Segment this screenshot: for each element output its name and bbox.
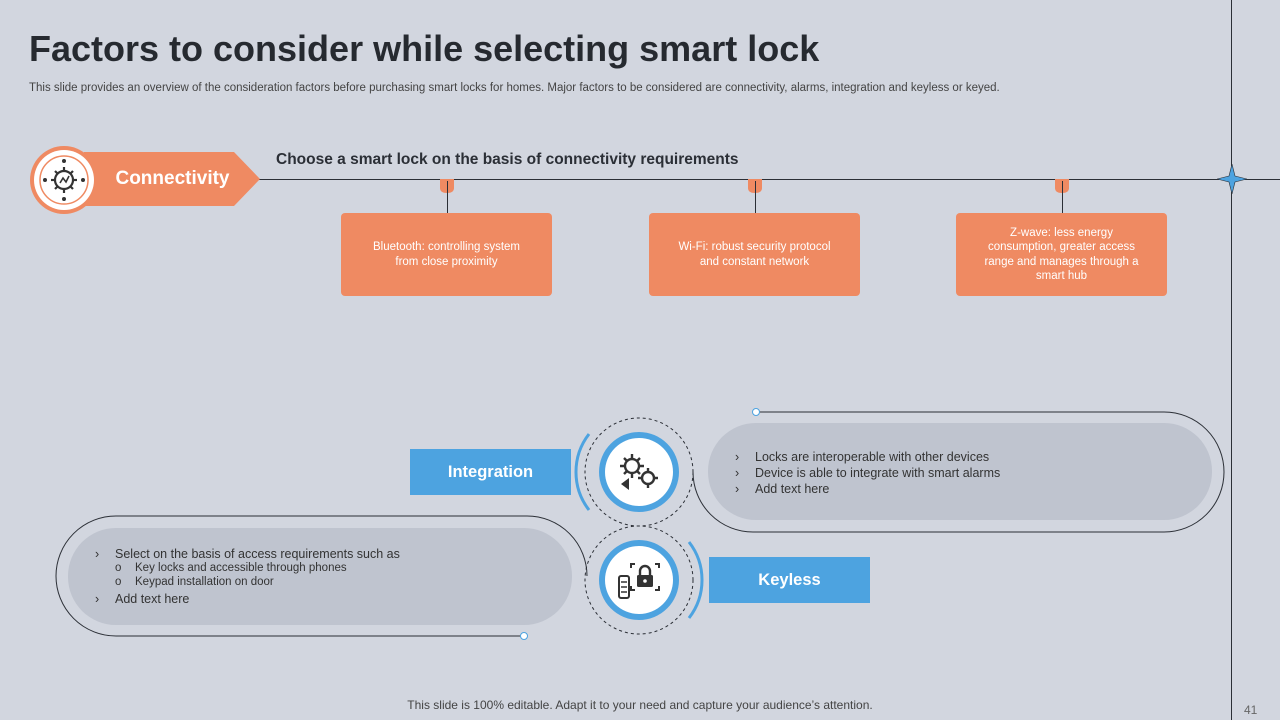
integration-bullet: ›Locks are interoperable with other devi…: [735, 450, 990, 464]
timeline-stem: [447, 181, 448, 213]
connectivity-timeline: [258, 179, 1280, 180]
zwave-option-box: Z-wave: less energy consumption, greater…: [956, 213, 1167, 296]
gear-network-icon: [30, 146, 98, 214]
zwave-option-text: Z-wave: less energy consumption, greater…: [984, 226, 1139, 283]
connectivity-heading: Choose a smart lock on the basis of conn…: [276, 151, 739, 168]
slide-title: Factors to consider while selecting smar…: [29, 28, 820, 69]
keyless-label: Keyless: [709, 557, 870, 603]
bluetooth-option-text: Bluetooth: controlling system from close…: [372, 241, 521, 268]
bluetooth-option-box: Bluetooth: controlling system from close…: [341, 213, 552, 296]
integration-label: Integration: [410, 449, 571, 495]
keyless-bullet: ›Select on the basis of access requireme…: [95, 547, 400, 561]
timeline-stem: [1062, 181, 1063, 213]
wifi-option-box: Wi-Fi: robust security protocol and cons…: [649, 213, 860, 296]
wifi-option-text: Wi-Fi: robust security protocol and cons…: [678, 241, 831, 268]
integration-bullet: ›Add text here: [735, 482, 830, 496]
page-number: 41: [1244, 703, 1258, 717]
keyless-bullet: ›Add text here: [95, 592, 190, 606]
keyless-lock-icon: [599, 540, 679, 620]
timeline-stem: [755, 181, 756, 213]
integration-pill: [708, 423, 1212, 520]
slide-subtitle: This slide provides an overview of the c…: [29, 82, 1000, 94]
keyless-pill: [68, 528, 572, 625]
gears-icon: [599, 432, 679, 512]
integration-bullet: ›Device is able to integrate with smart …: [735, 466, 1001, 480]
vertical-divider: [1231, 0, 1232, 720]
slide-footer: This slide is 100% editable. Adapt it to…: [407, 698, 873, 712]
connectivity-banner: [84, 152, 260, 206]
star-icon: [1217, 164, 1247, 194]
connectivity-label: Connectivity: [115, 168, 230, 189]
